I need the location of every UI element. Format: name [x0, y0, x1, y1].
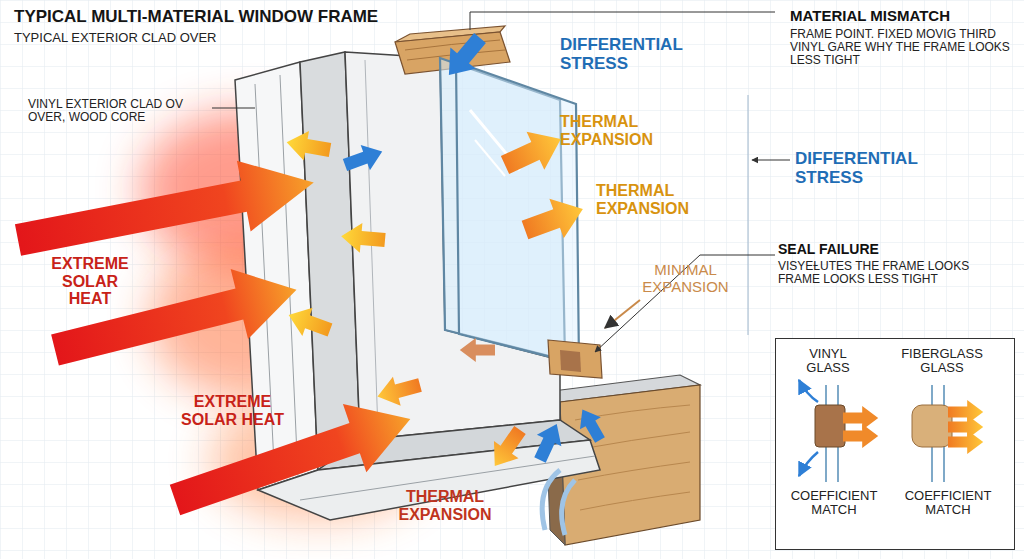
minimal-arrow [460, 338, 495, 362]
diagram-title: TYPICAL MULTI-MATERIAL WINDOW FRAME [14, 8, 378, 27]
leader-line [595, 255, 775, 352]
expansion-arrow [843, 406, 878, 430]
callout-note: FRAME POINT. FIXED MOVIG THIRD VINYL GAR… [790, 28, 1015, 68]
expansion-arrow [948, 415, 983, 439]
stress-arrow [572, 404, 610, 446]
box-label: VINYL GLASS [796, 347, 860, 376]
vinyl-seal [815, 405, 845, 447]
stress-arrow [799, 452, 818, 476]
box-label: FIBERGLASS GLASS [894, 347, 990, 376]
expansion-arrow [496, 120, 570, 184]
leader-line [470, 12, 775, 30]
seal-gasket [560, 350, 581, 372]
heat-label: EXTREME SOLAR HEAT [40, 255, 140, 308]
subtitle: TYPICAL EXTERIOR CLAD OVER [14, 31, 314, 45]
airflow [542, 470, 575, 535]
expansion-arrow [284, 301, 336, 344]
expansion-arrow [518, 189, 590, 250]
expansion-arrow [948, 430, 983, 454]
expansion-arrow [284, 128, 333, 165]
inset-background [775, 338, 1015, 550]
leader-line [605, 300, 640, 328]
callout-heading: MATERIAL MISMATCH [790, 8, 1020, 25]
stress-arrow [528, 418, 569, 465]
part-label: VINYL EXTERIOR CLAD OV OVER, WOOD CORE [28, 98, 213, 124]
expansion-arrow [843, 424, 878, 448]
expansion-arrow [374, 371, 424, 411]
wood-seal [548, 340, 602, 378]
expansion-arrow [948, 400, 983, 424]
stress-label: DIFFERENTIAL STRESS [795, 150, 945, 187]
glass-highlight [475, 140, 505, 176]
box-label: COEFFICIENT MATCH [896, 489, 1000, 518]
heat-label: EXTREME SOLAR HEAT [165, 393, 300, 428]
expansion-label: THERMAL EXPANSION [380, 488, 510, 523]
fiberglass-seal [912, 405, 952, 447]
heat-arrow [163, 385, 422, 534]
expansion-label: THERMAL EXPANSION [596, 182, 716, 217]
expansion-label: THERMAL EXPANSION [560, 113, 680, 148]
expansion-label: MINIMAL EXPANSION [628, 262, 743, 295]
stress-arrow [436, 27, 492, 85]
callout-heading: SEAL FAILURE [778, 242, 1008, 257]
inset-box: VINYL GLASS FIBERGLASS GLASS COEFFICIENT M… [775, 338, 1015, 550]
expansion-arrow [482, 421, 532, 474]
callout-note: VISYEȽUTES THE FRAME LOOKS FRAME LOOKS L… [778, 260, 983, 286]
stress-arrow [799, 380, 818, 402]
expansion-arrow [340, 221, 386, 255]
box-label: COEFFICIENT MATCH [782, 489, 886, 518]
leader-line [212, 108, 255, 109]
stress-label: DIFFERENTIAL STRESS [560, 36, 705, 73]
guide-line [748, 95, 749, 335]
stress-arrow [340, 139, 386, 178]
leader-line [752, 160, 790, 161]
